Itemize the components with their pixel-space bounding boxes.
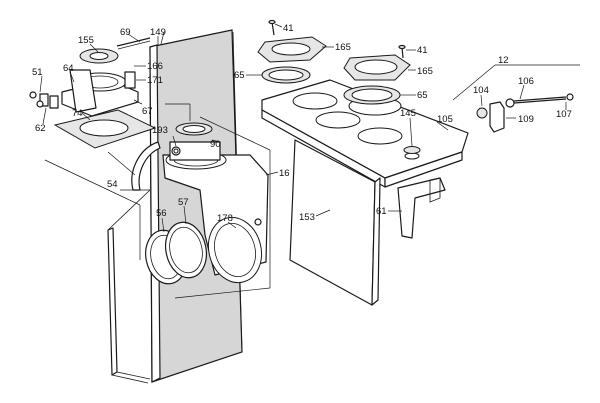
top-cover <box>261 79 469 188</box>
label-56: 56 <box>156 208 167 219</box>
label-64: 64 <box>63 63 74 74</box>
label-74: 74 <box>72 108 83 119</box>
label-171: 171 <box>147 75 163 86</box>
label-41-b: 41 <box>417 45 428 56</box>
flue-collar-assembly <box>29 48 157 149</box>
sealing-rings <box>145 221 208 285</box>
screws <box>268 19 406 59</box>
label-61: 61 <box>376 206 387 217</box>
label-153: 153 <box>299 212 315 223</box>
label-109: 109 <box>518 114 534 125</box>
label-65-b: 65 <box>417 90 428 101</box>
label-165-a: 165 <box>335 42 351 53</box>
leader-lines <box>44 31 580 299</box>
label-178: 178 <box>217 213 233 224</box>
label-65-a: 65 <box>234 70 245 81</box>
label-51: 51 <box>32 67 43 78</box>
label-62: 62 <box>35 123 46 134</box>
label-41-a: 41 <box>283 23 294 34</box>
label-106: 106 <box>518 76 534 87</box>
label-12: 12 <box>498 55 509 66</box>
label-165-b: 165 <box>417 66 433 77</box>
top-strip <box>116 37 151 50</box>
label-57: 57 <box>178 197 189 208</box>
label-145: 145 <box>400 108 416 119</box>
label-90: 90 <box>210 139 221 150</box>
label-193: 193 <box>152 125 168 136</box>
plug <box>403 146 421 154</box>
fixing-hardware <box>476 93 574 133</box>
o-ring <box>171 146 181 156</box>
label-107: 107 <box>556 109 572 120</box>
front-panel <box>289 139 381 306</box>
label-155: 155 <box>78 35 94 46</box>
label-54: 54 <box>107 179 118 190</box>
label-69: 69 <box>120 27 131 38</box>
label-149: 149 <box>150 27 166 38</box>
air-box <box>162 122 269 284</box>
label-16: 16 <box>279 168 290 179</box>
label-67: 67 <box>142 106 153 117</box>
label-104: 104 <box>473 85 489 96</box>
label-105: 105 <box>437 114 453 125</box>
gaskets <box>257 36 411 105</box>
part-labels: 69 149 155 51 64 62 74 166 171 67 193 54… <box>32 23 572 233</box>
rear-panel <box>107 189 151 384</box>
hose <box>131 141 161 191</box>
label-166: 166 <box>147 61 163 72</box>
bracket <box>397 177 446 239</box>
